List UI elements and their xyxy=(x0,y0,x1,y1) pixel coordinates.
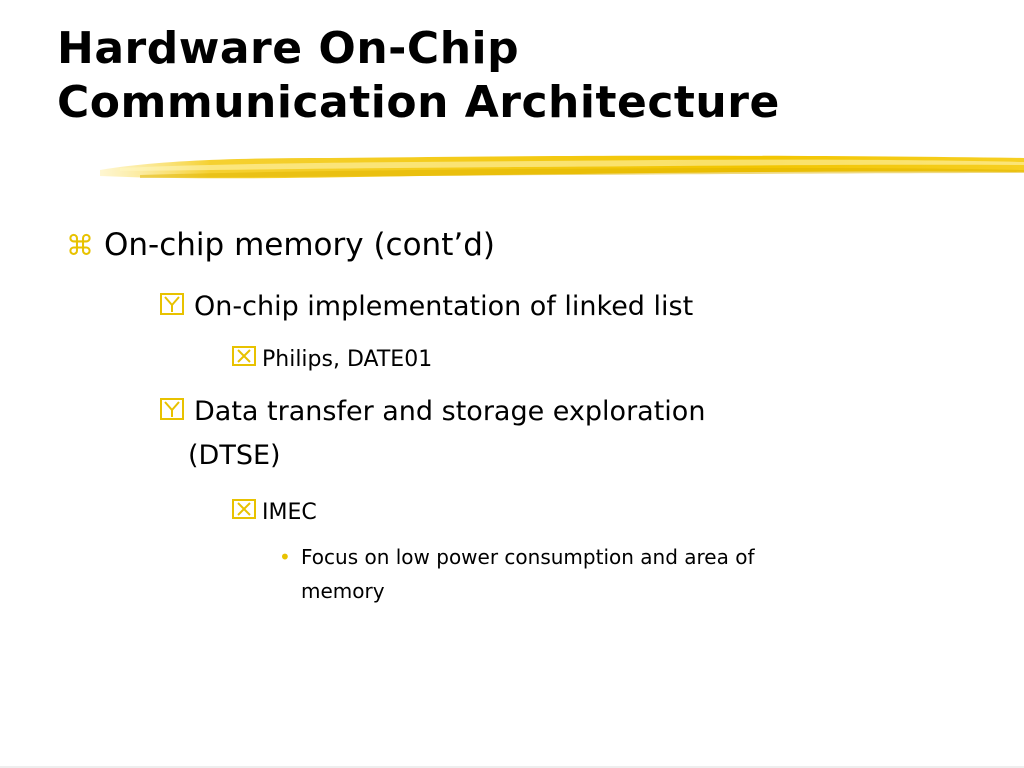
bullet-linked-list: On-chip implementation of linked list xyxy=(160,285,693,329)
bullet-imec-text: IMEC xyxy=(262,500,317,525)
bullet-focus-text-line-2: memory xyxy=(301,579,385,603)
bullet-focus: • Focus on low power consumption and area… xyxy=(279,540,755,608)
bullet-focus-text-line-1: Focus on low power consumption and area … xyxy=(301,545,755,569)
command-key-icon: ⌘ xyxy=(66,229,94,262)
slide-title: Hardware On-Chip Communication Architect… xyxy=(57,22,997,130)
bullet-imec: IMEC xyxy=(232,498,317,528)
bullet-dtse-text-line-2: (DTSE) xyxy=(188,440,281,471)
highlighter-stroke xyxy=(100,155,1024,179)
slide-title-line-1: Hardware On-Chip xyxy=(57,23,520,74)
checkbox-x-icon xyxy=(232,499,256,519)
bullet-dtse-text-line-1: Data transfer and storage exploration xyxy=(194,396,706,427)
slide-title-line-2: Communication Architecture xyxy=(57,77,780,128)
checkbox-x-icon xyxy=(232,346,256,366)
bullet-philips-text: Philips, DATE01 xyxy=(262,347,433,372)
checkbox-y-icon xyxy=(160,398,184,420)
bullet-on-chip-memory: ⌘ On-chip memory (cont’d) xyxy=(66,224,495,267)
dot-icon: • xyxy=(279,545,291,569)
bullet-dtse: Data transfer and storage exploration (D… xyxy=(160,390,705,478)
checkbox-y-icon xyxy=(160,293,184,315)
bullet-linked-list-text: On-chip implementation of linked list xyxy=(194,291,694,322)
footer-divider xyxy=(0,766,1024,768)
bullet-philips: Philips, DATE01 xyxy=(232,345,432,375)
bullet-on-chip-memory-text: On-chip memory (cont’d) xyxy=(104,227,495,263)
